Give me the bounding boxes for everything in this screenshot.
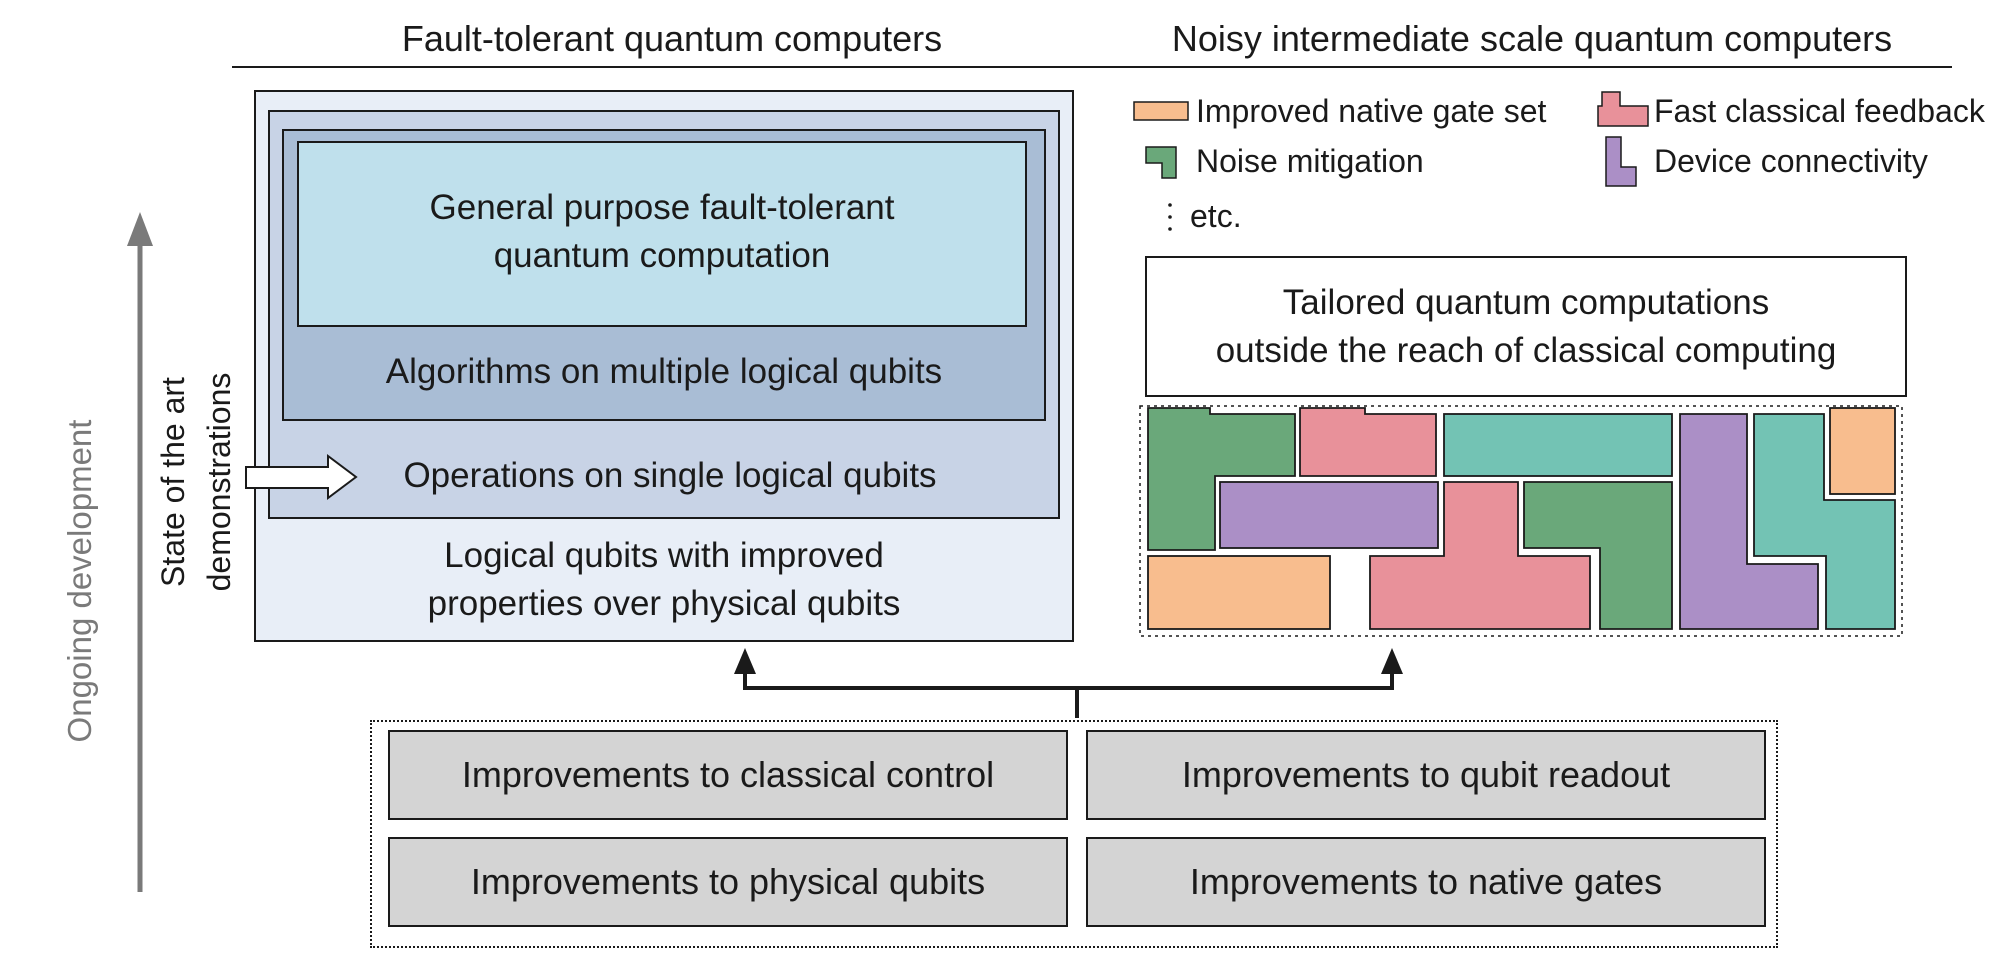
- improvements-frame: [370, 720, 1778, 948]
- algorithms-text: Algorithms on multiple logical qubits: [385, 352, 943, 391]
- logical-qubits-text: Logical qubits with improved properties …: [254, 532, 1074, 628]
- improvement-classical-control: Improvements to classical control: [388, 730, 1068, 820]
- general-ft-text: General purpose fault-tolerant quantum c…: [297, 184, 1027, 280]
- legend-connectivity-icon: [1605, 136, 1637, 187]
- nisq-line1: Tailored quantum computations: [1282, 283, 1770, 322]
- block-green-1: [1147, 407, 1296, 551]
- block-pink-2: [1369, 481, 1591, 630]
- legend-connectivity-label: Device connectivity: [1654, 143, 1928, 179]
- nisq-computation-box: [1145, 256, 1907, 397]
- block-purple-1: [1219, 481, 1439, 549]
- block-purple-2: [1679, 413, 1819, 630]
- legend-feedback-icon: [1597, 91, 1649, 127]
- legend-native-gate-icon: [1133, 101, 1189, 121]
- header-rule: [232, 66, 1952, 68]
- block-orange-2: [1829, 407, 1896, 495]
- logical-qubits-line1: Logical qubits with improved: [444, 536, 884, 575]
- improvement-native-gates: Improvements to native gates: [1086, 837, 1766, 927]
- legend-noise-icon: [1145, 146, 1177, 179]
- nisq-line2: outside the reach of classical computing: [1215, 331, 1837, 370]
- legend-native-gate-label: Improved native gate set: [1196, 93, 1547, 129]
- improvement-qubit-readout: Improvements to qubit readout: [1086, 730, 1766, 820]
- arrow-up-right-icon: [1381, 648, 1403, 674]
- block-pink-1: [1299, 407, 1437, 477]
- logical-qubits-line2: properties over physical qubits: [427, 584, 901, 623]
- general-ft-line1: General purpose fault-tolerant: [429, 188, 895, 227]
- block-orange-1: [1147, 555, 1331, 630]
- header-nisq: Noisy intermediate scale quantum compute…: [1171, 18, 1893, 59]
- block-teal-2: [1753, 413, 1896, 630]
- general-ft-line2: quantum computation: [493, 236, 831, 275]
- operations-text: Operations on single logical qubits: [403, 456, 937, 495]
- general-ft-box: [297, 141, 1027, 327]
- legend-etc-label: etc.: [1190, 198, 1242, 234]
- arrow-up-left-icon: [734, 648, 756, 674]
- legend-noise-label: Noise mitigation: [1196, 143, 1424, 179]
- improvement-physical-qubits: Improvements to physical qubits: [388, 837, 1068, 927]
- block-green-2: [1523, 481, 1673, 630]
- legend-feedback-label: Fast classical feedback: [1654, 93, 1985, 129]
- header-fault-tolerant: Fault-tolerant quantum computers: [401, 18, 943, 59]
- nisq-computation-text: Tailored quantum computations outside th…: [1145, 279, 1907, 375]
- block-teal-1: [1443, 413, 1673, 477]
